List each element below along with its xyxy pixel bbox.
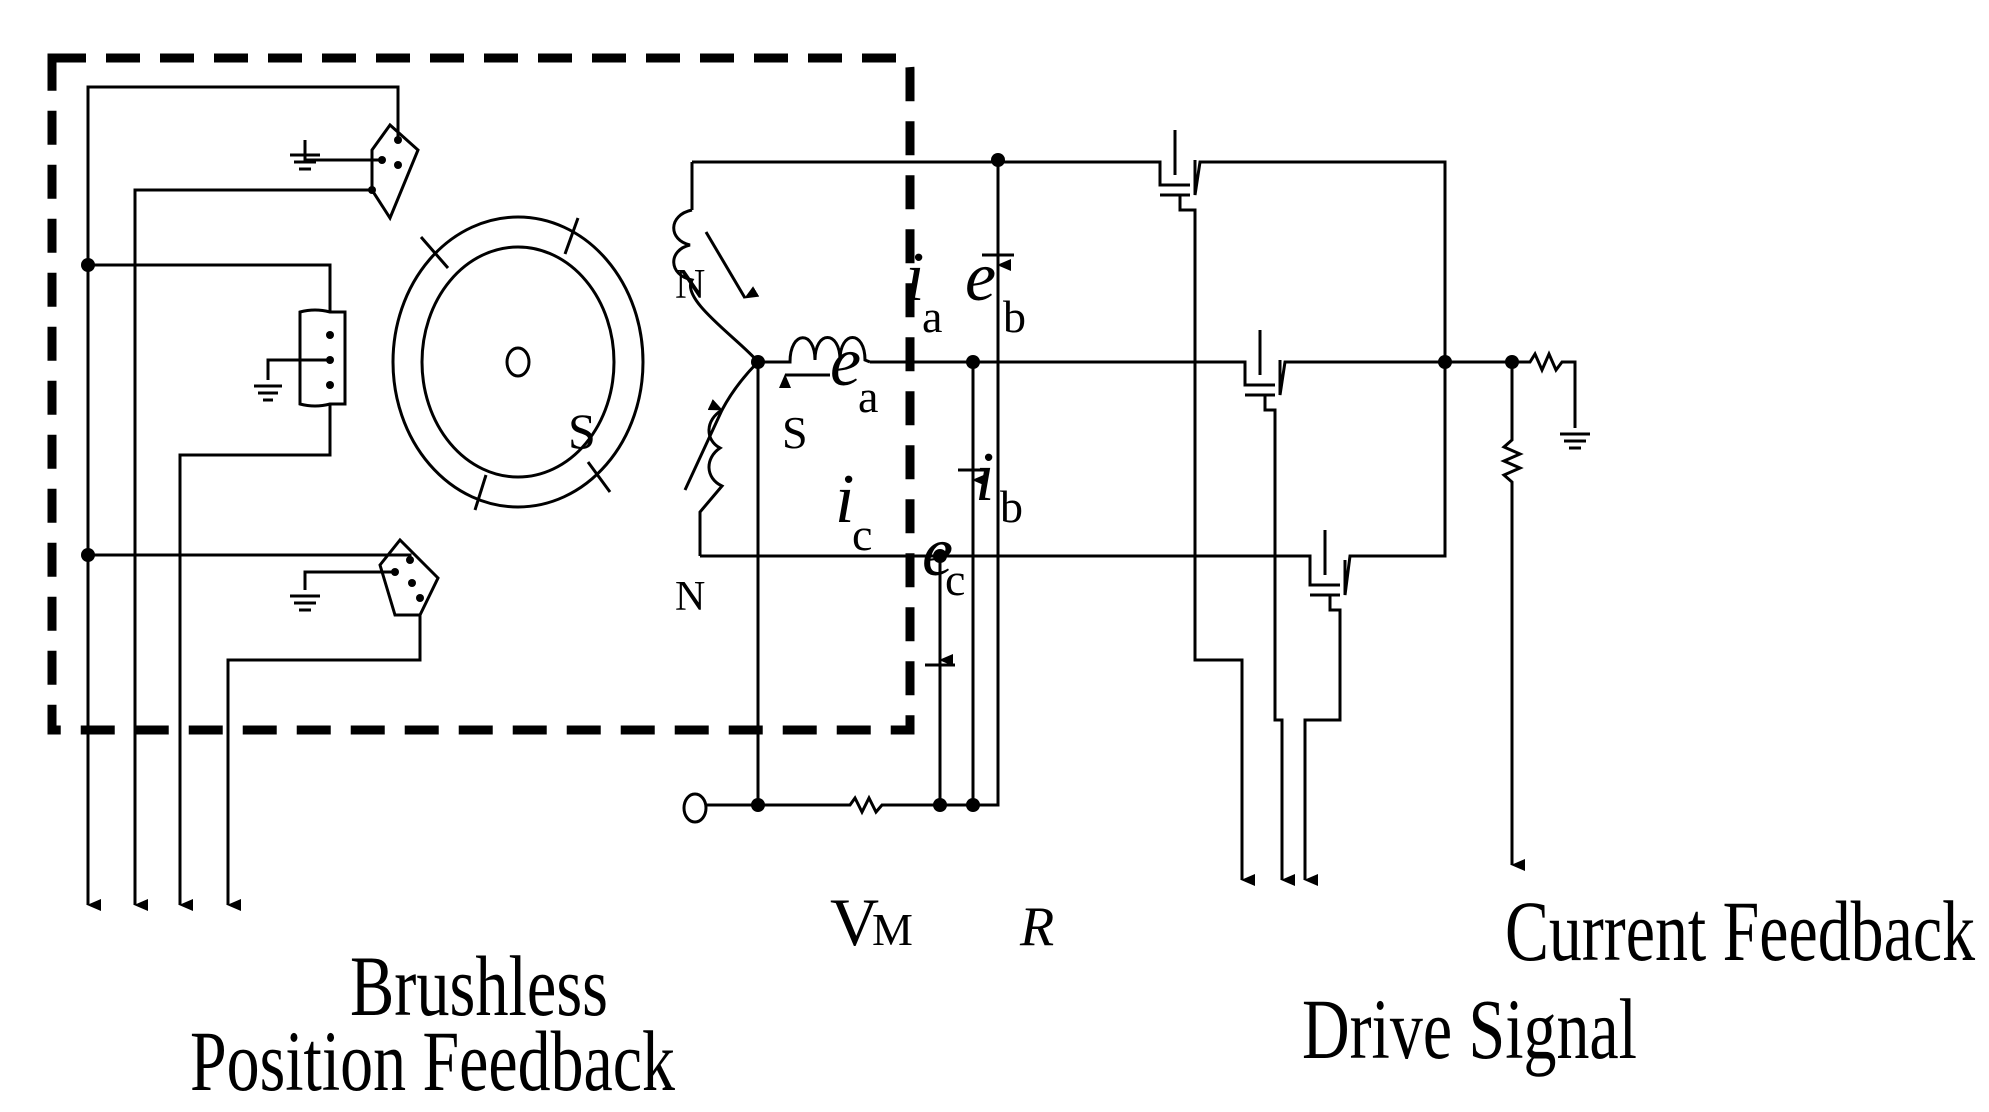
current-sense: [1445, 350, 1590, 871]
stator-windings: [672, 162, 871, 556]
rotor: [391, 215, 645, 511]
hall-sensor-1: [290, 122, 420, 222]
label-eb-sub: b: [1003, 291, 1026, 342]
caption-position-feedback: Position Feedback: [190, 1013, 675, 1109]
mosfet-mid: [1235, 330, 1445, 886]
mosfet-high: [1135, 130, 1447, 886]
caption-brushless: Brushless: [350, 938, 608, 1034]
label-vm-sub: M: [872, 904, 913, 955]
caption-current-feedback: Current Feedback: [1505, 883, 1975, 979]
label-eb: e: [965, 239, 996, 316]
label-vm: V: [830, 884, 879, 960]
label-ia: i: [905, 239, 924, 316]
rotor-shaft: [505, 346, 531, 378]
motor-enclosure: [47, 53, 915, 735]
label-ib-sub: b: [1000, 481, 1023, 532]
supply-resistor: [682, 792, 998, 824]
caption-drive-signal: Drive Signal: [1302, 981, 1637, 1077]
captions: Brushless Position Feedback Current Feed…: [190, 883, 1975, 1109]
hall-sensor-3: [290, 537, 440, 617]
label-s-rotor: S: [568, 403, 596, 459]
position-feedback-wiring: [81, 85, 422, 911]
supply-terminal: [682, 792, 708, 824]
label-ic: i: [835, 461, 854, 538]
diagram-labels: N N S S i a e b e a i b i c e c V M R: [568, 239, 1054, 960]
label-n-top: N: [675, 262, 705, 308]
label-r: R: [1019, 896, 1054, 958]
label-ia-sub: a: [922, 291, 942, 342]
label-ea: e: [830, 324, 861, 401]
label-s-winding: S: [782, 407, 808, 458]
label-ic-sub: c: [852, 509, 872, 560]
label-ib: i: [975, 439, 994, 516]
label-ea-sub: a: [858, 371, 878, 422]
hall-sensor-2: [254, 308, 347, 408]
label-n-bottom: N: [675, 574, 705, 620]
label-ec: e: [922, 514, 953, 591]
label-ec-sub: c: [945, 554, 965, 605]
mosfet-low: [1300, 355, 1452, 886]
